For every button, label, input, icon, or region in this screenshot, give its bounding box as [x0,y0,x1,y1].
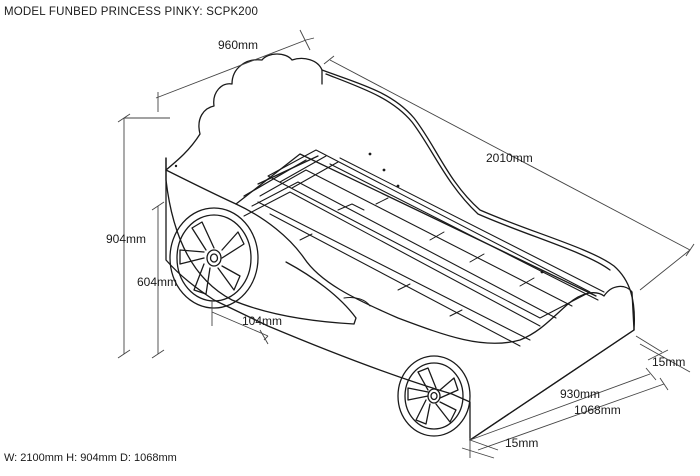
dimension-label-inner-depth: 930mm [560,387,601,401]
dimension-label-width: 960mm [218,38,259,52]
dimension-label-thickness-bottom: 15mm [505,436,539,450]
overall-dimensions-footer: W: 2100mm H: 904mm D: 1068mm [4,452,177,464]
headboard-panel [165,53,323,171]
dim-height [117,113,170,359]
dim-ground [211,300,269,345]
dim-width [155,29,315,112]
dimension-label-thickness-right: 15mm [652,355,686,369]
dim-thickness-bottom [461,438,499,459]
dimension-label-outer-depth: 1068mm [574,403,621,417]
rear-wheel [169,207,259,309]
front-panel-top [165,169,635,441]
dim-side-height [151,201,165,359]
dim-length [323,55,695,291]
dimension-label-side-height: 604mm [137,275,178,289]
model-title: MODEL FUNBED PRINCESS PINKY: SCPK200 [4,6,259,18]
slats [243,149,605,347]
front-side-panel [165,157,357,325]
dim-thickness-right [635,335,691,373]
front-wheel [397,355,471,437]
dimension-label-length: 2010mm [486,151,533,165]
cross-supports [299,197,535,317]
dim-depth [469,367,669,451]
front-panel-bottom [165,169,471,441]
back-panel-edge [325,73,611,271]
bolt-dots [174,152,544,274]
dimension-label-height: 904mm [106,232,147,246]
rear-panel-base [469,329,635,441]
dimension-label-ground-clearance: 104mm [242,314,283,328]
back-side-panel [321,69,636,331]
